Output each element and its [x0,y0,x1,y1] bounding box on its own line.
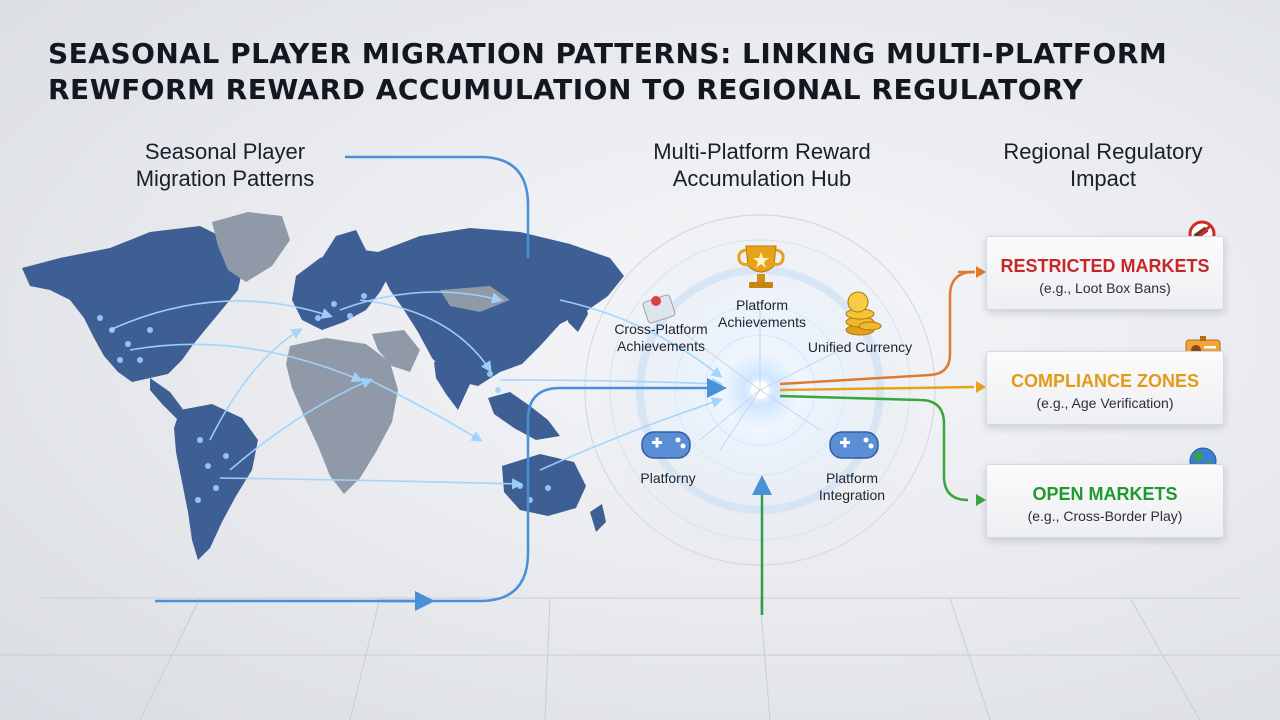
migration-arcs [109,291,724,490]
column-heading-hub: Multi-Platform Reward Accumulation Hub [653,139,871,191]
card-subtitle: (e.g., Loot Box Bans) [1039,280,1171,296]
continent-europe [292,248,392,330]
gamepad-icon-left [641,431,691,459]
card-title: RESTRICTED MARKETS [1000,256,1210,276]
column-heading-regulatory: Regional Regulatory Impact [1003,139,1203,191]
coins-icon [845,291,882,336]
continent-north-america [22,226,244,382]
title-line-2: REWFORM REWARD ACCUMULATION TO REGIONAL … [48,73,1084,106]
card-subtitle: (e.g., Cross-Border Play) [1027,508,1183,524]
hub-rays [679,310,841,451]
hub-node-platforny: Platforny [640,470,696,486]
card-title: COMPLIANCE ZONES [1010,371,1199,391]
continent-asia [378,228,624,386]
flow-line-bottom [155,378,727,603]
card-title: OPEN MARKETS [1032,484,1178,504]
card-open-markets: OPEN MARKETS (e.g., Cross-Border Play) [986,464,1224,538]
continent-south-america [174,404,258,560]
trophy-icon [737,245,785,288]
title-line-1: SEASONAL PLAYER MIGRATION PATTERNS: LINK… [48,37,1168,70]
column-heading-migration: Seasonal Player Migration Patterns [135,139,315,191]
card-compliance-zones: COMPLIANCE ZONES (e.g., Age Verification… [986,351,1224,425]
card-restricted-markets: RESTRICTED MARKETS (e.g., Loot Box Bans) [986,236,1224,310]
floor-grid [0,597,1280,720]
continent-greenland [212,212,290,282]
card-subtitle: (e.g., Age Verification) [1036,395,1174,411]
flow-line-top [345,155,530,258]
continent-africa [286,338,398,494]
world-map [22,212,624,560]
flow-line-restricted [779,270,975,386]
flow-line-open [779,394,969,502]
continent-australia [502,454,586,516]
hub-node-platform-integration: Platform Integration [818,470,886,503]
hub-node-platform-achievements: Platform Achievements [718,297,806,330]
hub-node-cross-platform: Cross-Platform Achievements [614,321,708,354]
diagram-title: SEASONAL PLAYER MIGRATION PATTERNS: LINK… [48,36,1248,108]
button-icon [642,294,676,324]
gamepad-icon-right [829,431,879,459]
flow-line-compliance [779,385,975,392]
hub-node-unified-currency: Unified Currency [807,339,913,355]
